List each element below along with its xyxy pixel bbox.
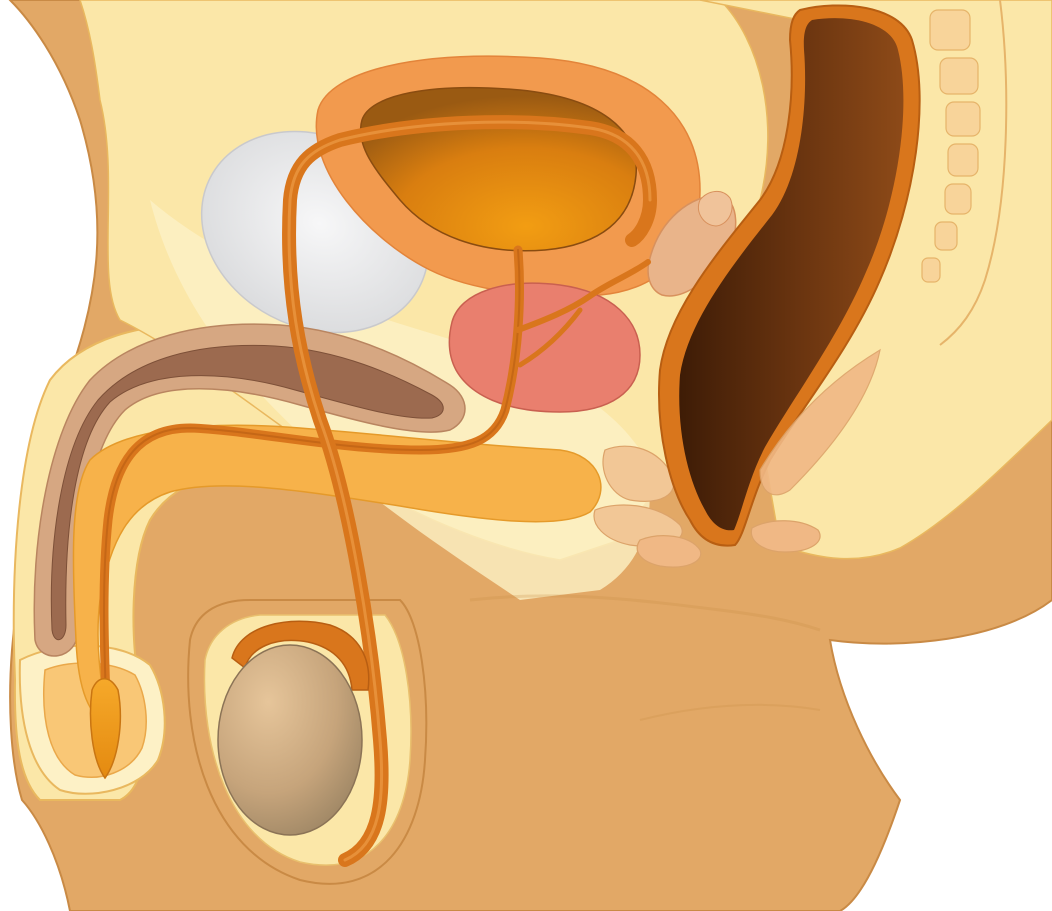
anal-sphincter [751, 521, 820, 552]
seminal-vesicle-upper [698, 191, 732, 226]
testis [218, 645, 362, 835]
